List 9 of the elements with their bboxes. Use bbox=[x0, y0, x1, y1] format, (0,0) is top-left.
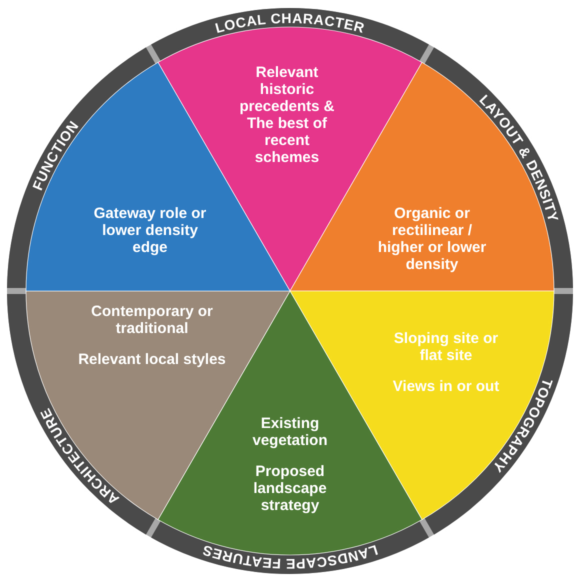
segment-text: Relevant historic precedents & The best of recent schemes bbox=[239, 64, 335, 166]
segment-text: Sloping site or flat site bbox=[392, 330, 500, 364]
segment-text: Relevant local styles bbox=[77, 351, 227, 368]
segment-text: Gateway role or lower density edge bbox=[92, 205, 208, 256]
segment-text: Existing vegetation bbox=[251, 415, 328, 449]
segment-text: Organic or rectilinear / higher or lower density bbox=[376, 205, 488, 273]
rim-heading: LOCAL CHARACTER bbox=[213, 10, 366, 36]
segment-text: Proposed landscape strategy bbox=[252, 463, 328, 514]
segment-text: Contemporary or traditional bbox=[90, 303, 214, 337]
